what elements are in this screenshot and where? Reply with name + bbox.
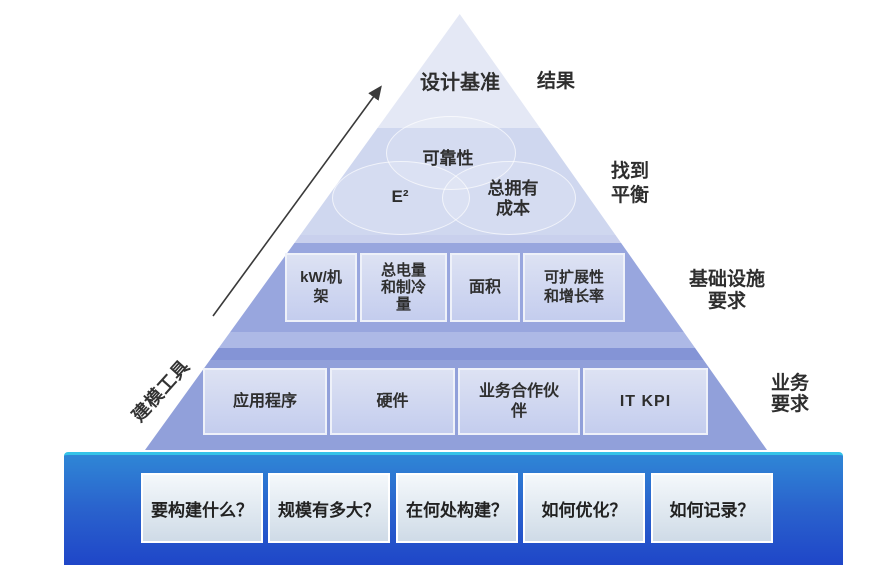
infra-box-scalability-growth: 可扩展性 和增长率	[523, 253, 625, 322]
question-box-what-to-build: 要构建什么？	[141, 473, 263, 543]
side-label-result: 结果	[536, 71, 575, 92]
side-label-business-requirements: 业务 要求	[770, 373, 809, 415]
infra-box-kw-per-rack: kW/机 架	[285, 253, 357, 322]
question-box-how-big: 规模有多大？	[268, 473, 390, 543]
business-box-applications: 应用程序	[203, 368, 327, 435]
business-box-hardware: 硬件	[330, 368, 455, 435]
side-label-infrastructure-requirements: 基础设施 要求	[688, 269, 765, 312]
business-box-it-kpi: IT KPI	[583, 368, 708, 435]
venn-label-e2: E²	[391, 187, 409, 206]
venn-label-reliability: 可靠性	[422, 149, 474, 168]
question-box-how-to-document: 如何记录？	[651, 473, 773, 543]
apex-title: 设计基准	[420, 72, 500, 94]
venn-circle-tco	[442, 161, 576, 235]
question-box-how-to-optimize: 如何优化？	[523, 473, 645, 543]
infra-box-power-cooling: 总电量 和制冷 量	[360, 253, 447, 322]
side-label-find-balance: 找到 平衡	[610, 161, 649, 206]
question-box-where-to-build: 在何处构建？	[396, 473, 518, 543]
business-box-partners: 业务合作伙 伴	[458, 368, 580, 435]
venn-label-tco: 总拥有 成本	[487, 179, 539, 218]
infra-box-area: 面积	[450, 253, 520, 322]
